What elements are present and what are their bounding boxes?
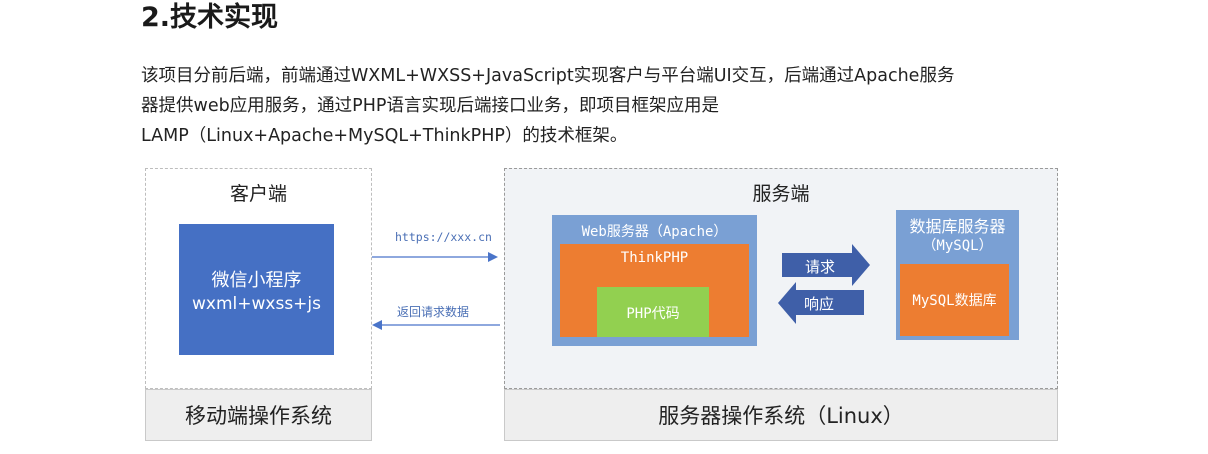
mysql-db-box: MySQL数据库 xyxy=(900,264,1009,336)
client-os-label: 移动端操作系统 xyxy=(185,404,332,428)
response-block-arrow xyxy=(778,282,864,324)
response-link-arrow xyxy=(372,320,500,330)
client-title: 客户端 xyxy=(229,183,287,205)
mysql-db-title: MySQL数据库 xyxy=(912,293,997,309)
db-server-title: 数据库服务器 xyxy=(909,217,1006,236)
paragraph-line-3: LAMP（Linux+Apache+MySQL+ThinkPHP）的技术框架。 xyxy=(141,126,628,146)
php-code-box: PHP代码 xyxy=(597,287,709,337)
response-data-label: 返回请求数据 xyxy=(397,305,470,319)
mini-program-title: 微信小程序 xyxy=(211,270,302,291)
thinkphp-title: ThinkPHP xyxy=(620,250,689,266)
php-code-title: PHP代码 xyxy=(626,306,680,322)
web-server-title: Web服务器（Apache） xyxy=(581,224,728,240)
mini-program-box: 微信小程序 wxml+wxss+js xyxy=(179,224,334,355)
client-os-box: 移动端操作系统 xyxy=(145,389,372,441)
response-arrow-label: 响应 xyxy=(804,295,835,313)
request-arrow-label: 请求 xyxy=(805,258,836,276)
db-server-subtitle: （MySQL） xyxy=(922,238,993,254)
paragraph-line-2: 器提供web应用服务，通过PHP语言实现后端接口业务，即项目框架应用是 xyxy=(141,96,719,116)
server-title: 服务端 xyxy=(752,183,810,205)
server-os-box: 服务器操作系统（Linux） xyxy=(504,389,1058,441)
server-os-label: 服务器操作系统（Linux） xyxy=(658,404,904,428)
request-link-arrow xyxy=(372,252,498,262)
section-heading: 2.技术实现 xyxy=(141,2,279,33)
paragraph-line-1: 该项目分前后端，前端通过WXML+WXSS+JavaScript实现客户与平台端… xyxy=(141,66,955,86)
request-url-label: https://xxx.cn xyxy=(395,230,492,244)
request-block-arrow xyxy=(782,244,870,286)
mini-program-tech: wxml+wxss+js xyxy=(192,294,321,314)
description-paragraph: 该项目分前后端，前端通过WXML+WXSS+JavaScript实现客户与平台端… xyxy=(141,61,1081,151)
